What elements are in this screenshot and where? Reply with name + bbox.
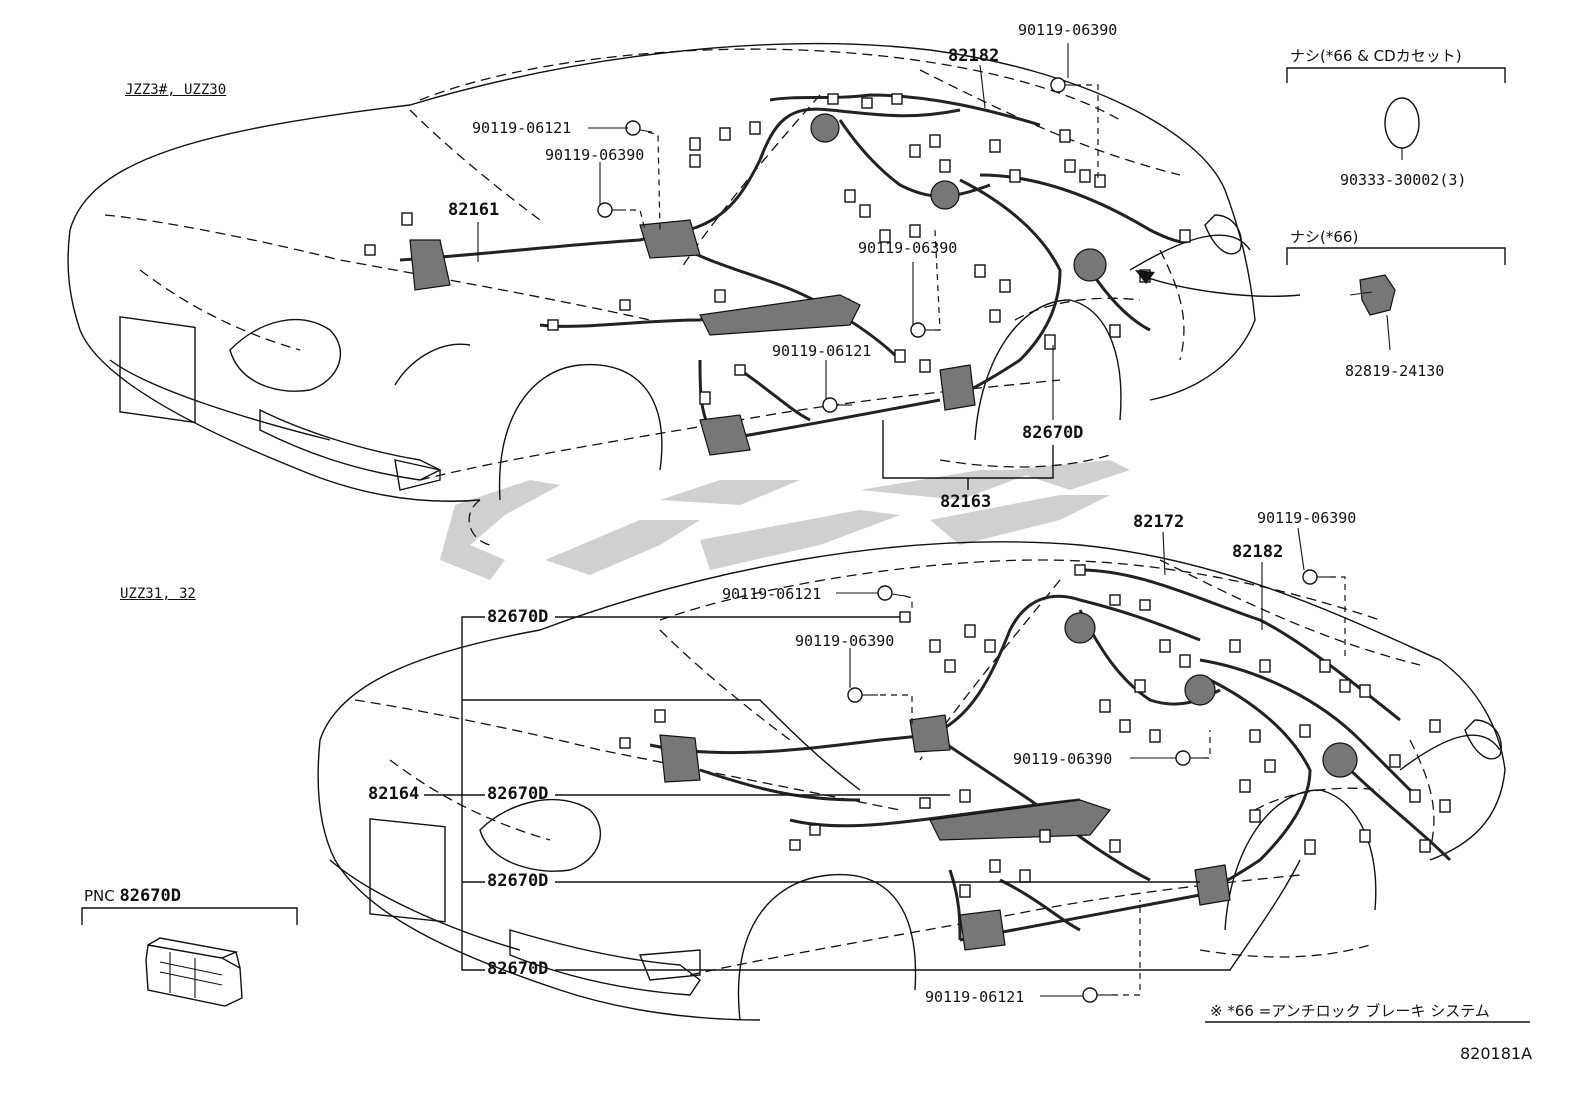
label-82670D-c: 82670D: [487, 784, 549, 804]
label-90119-06390-e: 90119-06390: [1013, 750, 1113, 768]
label-82670D-a: 82670D: [1022, 423, 1084, 443]
label-82172: 82172: [1133, 512, 1185, 532]
section-lower-model: UZZ31, 32: [120, 586, 196, 602]
pnc-part-number: 82670D: [119, 886, 181, 906]
label-82182-b: 82182: [1232, 542, 1284, 562]
upper-harness: [364, 43, 1301, 490]
figure-code: 820181A: [1460, 1044, 1533, 1063]
header-nashi-66: ナシ(*66): [1290, 228, 1359, 246]
label-82182-top: 82182: [948, 46, 1000, 66]
footer-note: ※ *66 =アンチロック ブレーキ システム: [1210, 1002, 1490, 1020]
label-90119-06390-d: 90119-06390: [795, 632, 895, 650]
header-nashi-66-cd: ナシ(*66 & CDカセット): [1290, 47, 1462, 65]
label-90119-06121-c: 90119-06121: [722, 585, 822, 603]
label-90119-06121-d: 90119-06121: [925, 988, 1025, 1006]
pnc-text: PNC: [84, 887, 115, 905]
label-90119-06121-a: 90119-06121: [472, 119, 572, 137]
label-82163: 82163: [940, 492, 992, 512]
label-82670D-d: 82670D: [487, 871, 549, 891]
pnc-part-box: [81, 907, 298, 1007]
label-90333-30002: 90333-30002(3): [1340, 171, 1467, 189]
lower-harness: [424, 527, 1452, 1003]
label-82670D-e: 82670D: [487, 959, 549, 979]
right-parts: [1286, 67, 1506, 351]
label-90119-06390-top: 90119-06390: [1018, 21, 1118, 39]
label-90119-06390-a: 90119-06390: [545, 146, 645, 164]
label-82164: 82164: [368, 784, 420, 804]
label-82161: 82161: [448, 200, 500, 220]
label-90119-06121-b: 90119-06121: [772, 342, 872, 360]
label-90119-06390-c: 90119-06390: [1257, 509, 1357, 527]
label-90119-06390-b: 90119-06390: [858, 239, 958, 257]
section-upper-model: JZZ3#, UZZ30: [125, 82, 227, 98]
label-82670D-b: 82670D: [487, 607, 549, 627]
label-82819-24130: 82819-24130: [1345, 362, 1445, 380]
header-pnc: PNC 82670D: [84, 886, 181, 906]
lower-car-outline: [317, 541, 1506, 1021]
